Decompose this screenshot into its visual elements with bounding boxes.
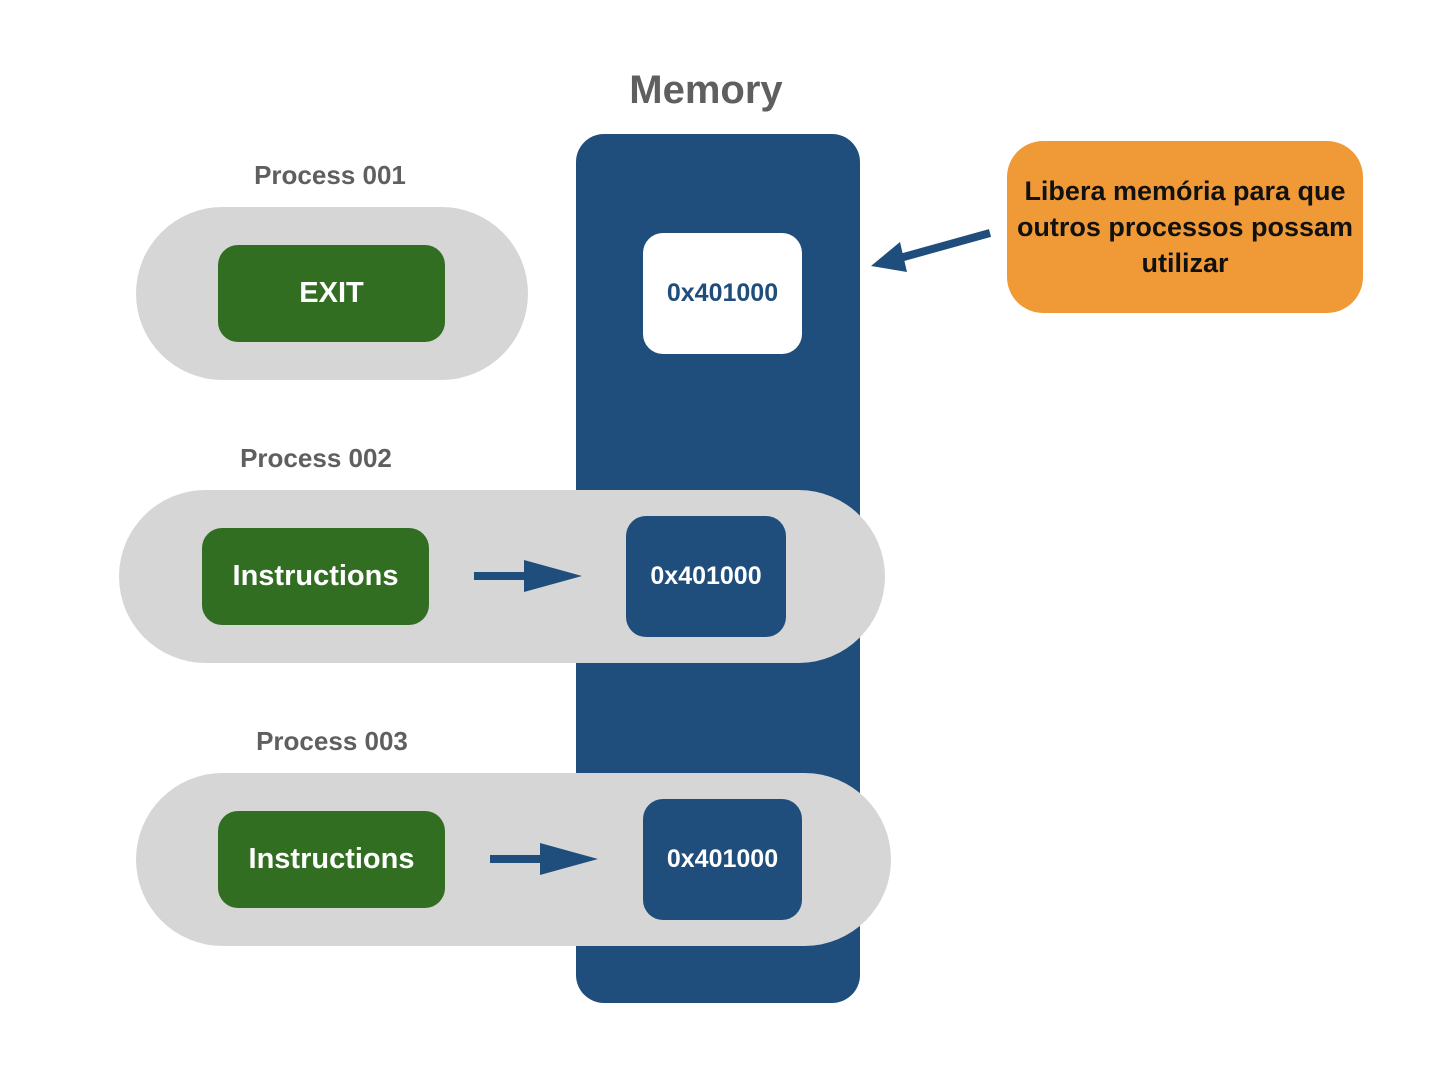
process-002-label: Process 002 <box>240 443 392 473</box>
process-001-label: Process 001 <box>254 160 406 190</box>
process-002-address: 0x401000 <box>626 516 786 637</box>
process-002-instructions-box: Instructions <box>202 528 429 625</box>
process-001-freed-address: 0x401000 <box>643 233 802 354</box>
note-pointer-arrow-icon <box>871 229 992 272</box>
memory-title: Memory <box>629 68 783 112</box>
process-001-exit-box: EXIT <box>218 245 445 342</box>
free-memory-note: Libera memória para que outros processos… <box>1007 141 1363 313</box>
process-003-address: 0x401000 <box>643 799 802 920</box>
process-003-label: Process 003 <box>256 726 408 756</box>
process-002-arrow-icon <box>474 560 582 592</box>
process-003-instructions-box: Instructions <box>218 811 445 908</box>
process-003-arrow-icon <box>490 843 598 875</box>
